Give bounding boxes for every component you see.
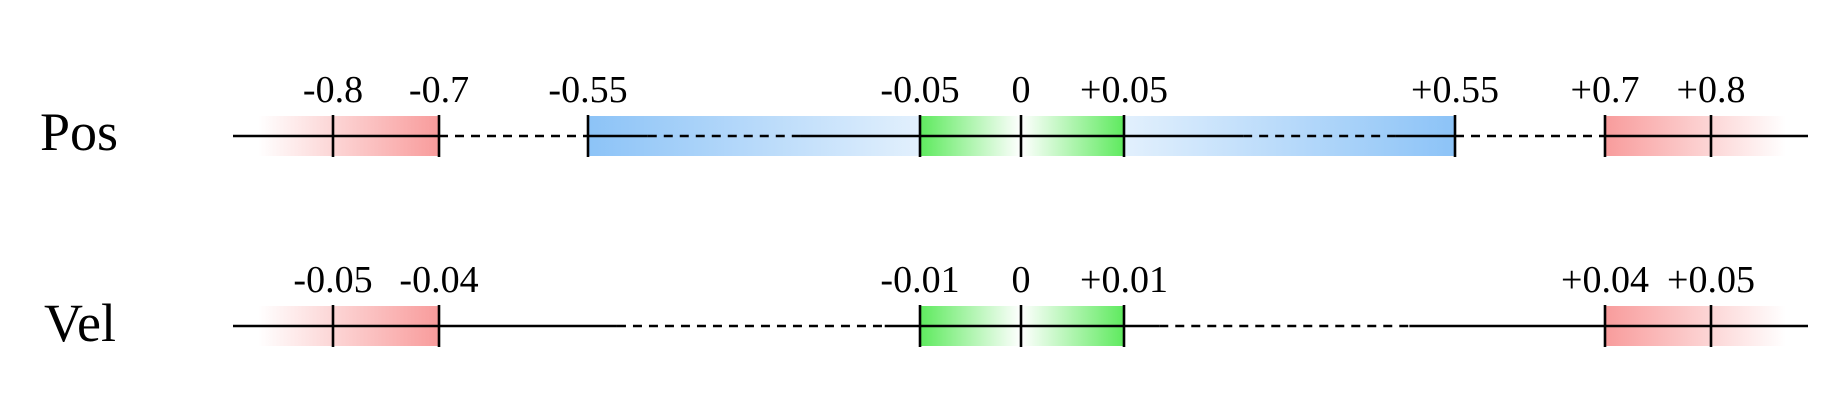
pos-tick-label: +0.55: [1411, 69, 1499, 111]
pos-tick-label: 0: [1012, 69, 1031, 111]
row-label-vel: Vel: [44, 293, 116, 353]
row-label-pos: Pos: [40, 102, 118, 162]
vel-tick-label: -0.04: [399, 259, 478, 301]
vel-tick-label: +0.05: [1667, 259, 1755, 301]
vel-ticks: [331, 305, 1713, 347]
pos-tick-label: +0.7: [1571, 69, 1640, 111]
pos-row: Pos -0.8 -0.7 -0.55 -0.05 0 +0.05 +0.55 +0.7 +0.…: [40, 69, 1808, 162]
vel-tick-label: +0.04: [1561, 259, 1649, 301]
vel-tick-labels: -0.05 -0.04 -0.01 0 +0.01 +0.04 +0.05: [293, 259, 1755, 301]
pos-tick-label: -0.7: [409, 69, 469, 111]
pos-ticks: [331, 115, 1713, 157]
pos-tick-label: -0.8: [303, 69, 363, 111]
pos-tick-label: -0.05: [880, 69, 959, 111]
vel-tick-label: -0.01: [880, 259, 959, 301]
pos-tick-label: -0.55: [548, 69, 627, 111]
vel-tick-label: -0.05: [293, 259, 372, 301]
vel-tick-label: +0.01: [1080, 259, 1168, 301]
vel-row: Vel -0.05 -0.04 -0.01 0 +0.01 +0.04 +0.05: [44, 259, 1808, 353]
vel-tick-label: 0: [1012, 259, 1031, 301]
pos-tick-label: +0.8: [1677, 69, 1746, 111]
pos-tick-labels: -0.8 -0.7 -0.55 -0.05 0 +0.05 +0.55 +0.7 +0.8: [303, 69, 1746, 111]
pos-tick-label: +0.05: [1080, 69, 1168, 111]
